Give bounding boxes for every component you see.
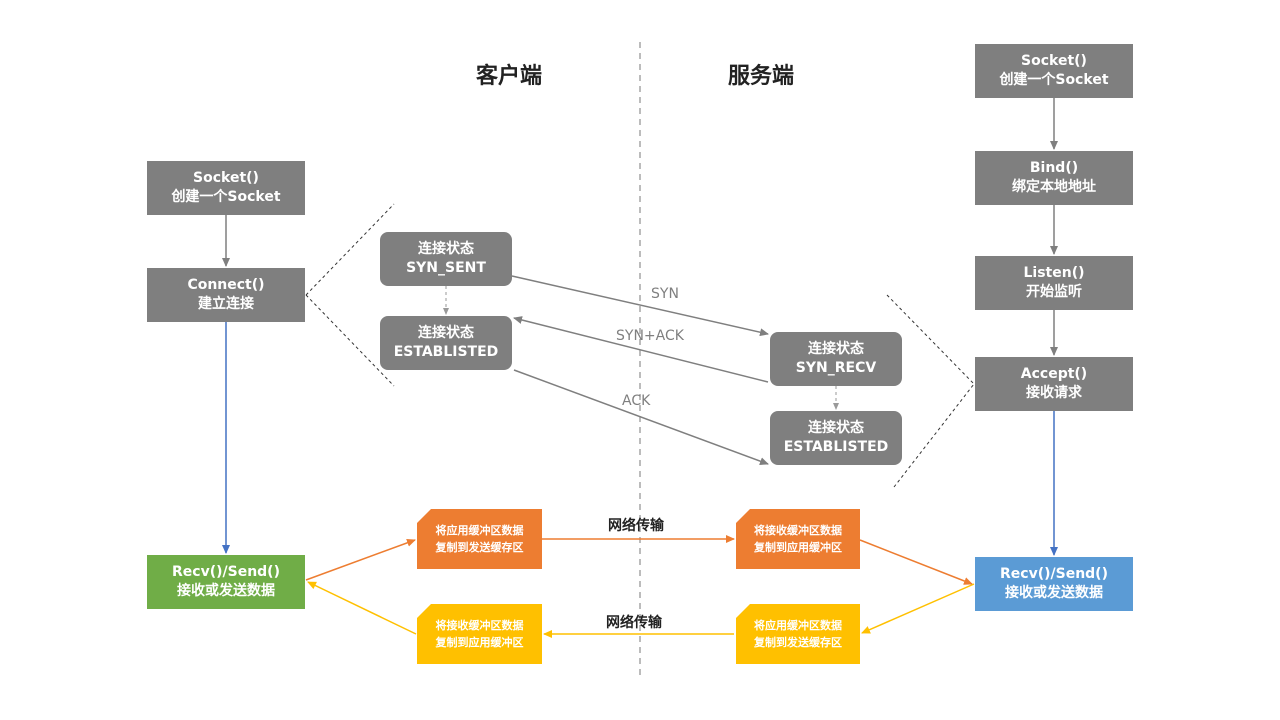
server-accept-desc: 接收请求 [1026, 385, 1082, 401]
arrow-syn-ack [513, 316, 769, 383]
server-recv-buffer-line1: 将接收缓冲区数据 [754, 524, 842, 537]
zoom-line-server-top [886, 294, 975, 385]
client-header: 客户端 [476, 64, 543, 89]
syn-ack-label: SYN+ACK [616, 328, 684, 344]
server-listen-node: Listen() 开始监听 [975, 256, 1133, 310]
server-state-syn-recv: 连接状态 SYN_RECV [770, 332, 902, 386]
client-recv-send-desc: 接收或发送数据 [177, 583, 275, 599]
server-listen-title: Listen() [1023, 265, 1085, 281]
client-send-buffer-line1: 将应用缓冲区数据 [435, 524, 524, 537]
server-bind-node: Bind() 绑定本地地址 [975, 151, 1133, 205]
zoom-line-server-bottom [893, 383, 975, 488]
client-recv-buffer-line1: 将接收缓冲区数据 [435, 619, 524, 632]
arrow-recv-buffer-to-server [859, 539, 973, 585]
client-connect-desc: 建立连接 [198, 296, 254, 312]
server-accept-title: Accept() [1020, 366, 1088, 382]
client-state-established: 连接状态 ESTABLISTED [380, 316, 512, 370]
client-syn-sent-line2: SYN_SENT [406, 260, 486, 276]
server-accept-node: Accept() 接收请求 [975, 357, 1133, 411]
server-recv-buffer-line2: 复制到应用缓冲区 [754, 541, 842, 554]
server-syn-recv-line2: SYN_RECV [795, 360, 877, 376]
server-recv-send-desc: 接收或发送数据 [1005, 585, 1103, 601]
server-recv-send-node: Recv()/Send() 接收或发送数据 [975, 557, 1133, 611]
server-send-buffer-line1: 将应用缓冲区数据 [754, 619, 842, 632]
client-connect-title: Connect() [187, 277, 265, 293]
network-transfer-label-top: 网络传输 [608, 518, 664, 534]
client-connect-node: Connect() 建立连接 [147, 268, 305, 322]
client-recv-send-node: Recv()/Send() 接收或发送数据 [147, 555, 305, 609]
server-listen-desc: 开始监听 [1026, 284, 1082, 300]
arrow-client-to-send-buffer [305, 539, 416, 581]
client-established-line2: ESTABLISTED [393, 344, 499, 360]
server-state-established: 连接状态 ESTABLISTED [770, 411, 902, 465]
server-socket-desc: 创建一个Socket [999, 72, 1109, 88]
server-bind-title: Bind() [1029, 160, 1079, 176]
arrow-server-to-send-buffer [861, 583, 975, 634]
arrow-ack [513, 369, 769, 465]
client-syn-sent-line1: 连接状态 [418, 241, 474, 257]
client-state-syn-sent: 连接状态 SYN_SENT [380, 232, 512, 286]
arrow-recv-buffer-to-client [307, 581, 417, 635]
server-recv-buffer: 将接收缓冲区数据 复制到应用缓冲区 [736, 509, 860, 569]
client-socket-title: Socket() [193, 170, 259, 186]
server-established-line2: ESTABLISTED [783, 439, 889, 455]
client-recv-buffer-line2: 复制到应用缓冲区 [435, 636, 524, 649]
syn-label: SYN [651, 286, 679, 302]
server-socket-node: Socket() 创建一个Socket [975, 44, 1133, 98]
server-recv-send-title: Recv()/Send() [1000, 566, 1108, 582]
server-syn-recv-line1: 连接状态 [808, 341, 864, 357]
client-send-buffer: 将应用缓冲区数据 复制到发送缓存区 [417, 509, 542, 569]
arrow-syn [511, 275, 769, 337]
server-socket-title: Socket() [1021, 53, 1087, 69]
server-established-line1: 连接状态 [808, 420, 864, 436]
client-recv-buffer: 将接收缓冲区数据 复制到应用缓冲区 [417, 604, 542, 664]
server-send-buffer-line2: 复制到发送缓存区 [754, 636, 842, 649]
client-send-buffer-line2: 复制到发送缓存区 [435, 541, 524, 554]
client-recv-send-title: Recv()/Send() [172, 564, 280, 580]
server-bind-desc: 绑定本地地址 [1012, 179, 1096, 195]
server-send-buffer: 将应用缓冲区数据 复制到发送缓存区 [736, 604, 860, 664]
client-established-line1: 连接状态 [418, 325, 474, 341]
network-transfer-label-bottom: 网络传输 [606, 615, 662, 631]
client-socket-node: Socket() 创建一个Socket [147, 161, 305, 215]
ack-label: ACK [622, 393, 651, 409]
server-header: 服务端 [728, 64, 795, 89]
client-socket-desc: 创建一个Socket [171, 189, 281, 205]
